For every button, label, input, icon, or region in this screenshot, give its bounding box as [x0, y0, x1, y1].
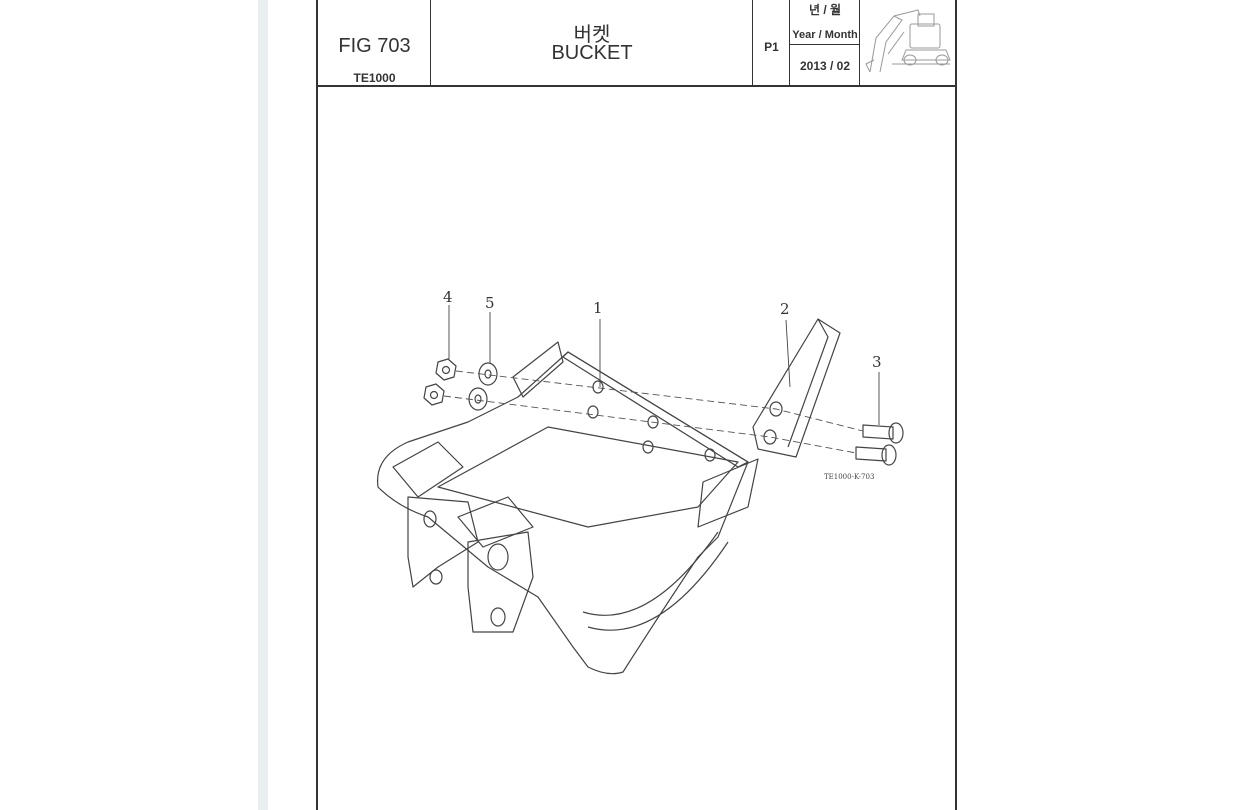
bucket-tooth [752, 318, 841, 458]
callout-2: 2 [780, 300, 790, 318]
bucket-diagram [376, 305, 904, 675]
revision-date: 2013 / 02 [799, 59, 851, 73]
left-side-plate [512, 341, 564, 398]
title-korean: 버켓 [573, 24, 611, 46]
nut-bore [429, 390, 439, 400]
pin-hole-left-lower [429, 569, 443, 585]
title-cell: 버켓 BUCKET [431, 0, 753, 85]
hex-nut [423, 383, 445, 406]
bolt-shank [855, 446, 887, 462]
title-english: BUCKET [551, 42, 633, 64]
mounting-boss-left [407, 496, 479, 588]
parts-sheet: FIG 703 TE1000 버켓 BUCKET P1 년 / 월 Year /… [316, 0, 957, 810]
assembly-line [443, 395, 857, 454]
year-month-label-english: Year / Month [792, 29, 858, 41]
pin-tube-lower [457, 496, 534, 548]
pin-hole-right-lower [490, 607, 506, 627]
leader-2 [785, 319, 791, 388]
hex-nut [435, 358, 457, 381]
bolt-head [881, 444, 897, 466]
washer [468, 387, 488, 411]
bucket-shell [376, 351, 749, 675]
right-side-plate [697, 458, 759, 528]
callout-4: 4 [443, 288, 453, 306]
edge-hole [642, 440, 654, 454]
date-divider [790, 44, 860, 45]
year-month-label-korean: 년 / 월 [808, 3, 842, 17]
page-cell: P1 [753, 0, 790, 85]
tooth-bolt-hole [769, 401, 783, 417]
edge-hole [592, 380, 604, 394]
pin-tube-upper [392, 441, 464, 498]
mounting-boss-right [467, 531, 534, 633]
pin-hole-right [487, 543, 509, 571]
washer-hole [484, 369, 492, 379]
excavator-icon [865, 9, 951, 73]
washer-hole [474, 394, 482, 404]
bolt-head [888, 422, 904, 444]
assembly-line [455, 370, 864, 432]
nut-bore [441, 365, 451, 375]
fig-cell: FIG 703 TE1000 [318, 0, 431, 85]
bucket-bottom [582, 531, 719, 616]
edge-hole [704, 448, 716, 462]
left-margin-bar [258, 0, 268, 810]
date-cell: 년 / 월 Year / Month 2013 / 02 [790, 0, 860, 85]
model-code: TE1000 [353, 71, 396, 85]
bucket-opening [437, 426, 739, 528]
title-block: FIG 703 TE1000 버켓 BUCKET P1 년 / 월 Year /… [318, 0, 955, 87]
edge-hole [647, 415, 659, 429]
callout-5: 5 [485, 294, 495, 312]
drawing-reference-code: TE1000-K-703 [824, 473, 875, 481]
bucket-tooth-face [787, 318, 829, 448]
tooth-bolt-hole [763, 429, 777, 445]
bolt-shank [862, 424, 894, 440]
cutting-edge [562, 351, 749, 468]
pin-hole-left [423, 510, 437, 528]
bucket-bottom-edge [587, 541, 729, 631]
callout-1: 1 [593, 299, 603, 317]
fig-number: FIG 703 [338, 35, 411, 57]
edge-hole [587, 405, 599, 419]
page-number: P1 [764, 40, 779, 54]
thumbnail-cell [860, 0, 955, 85]
callout-3: 3 [872, 353, 882, 371]
